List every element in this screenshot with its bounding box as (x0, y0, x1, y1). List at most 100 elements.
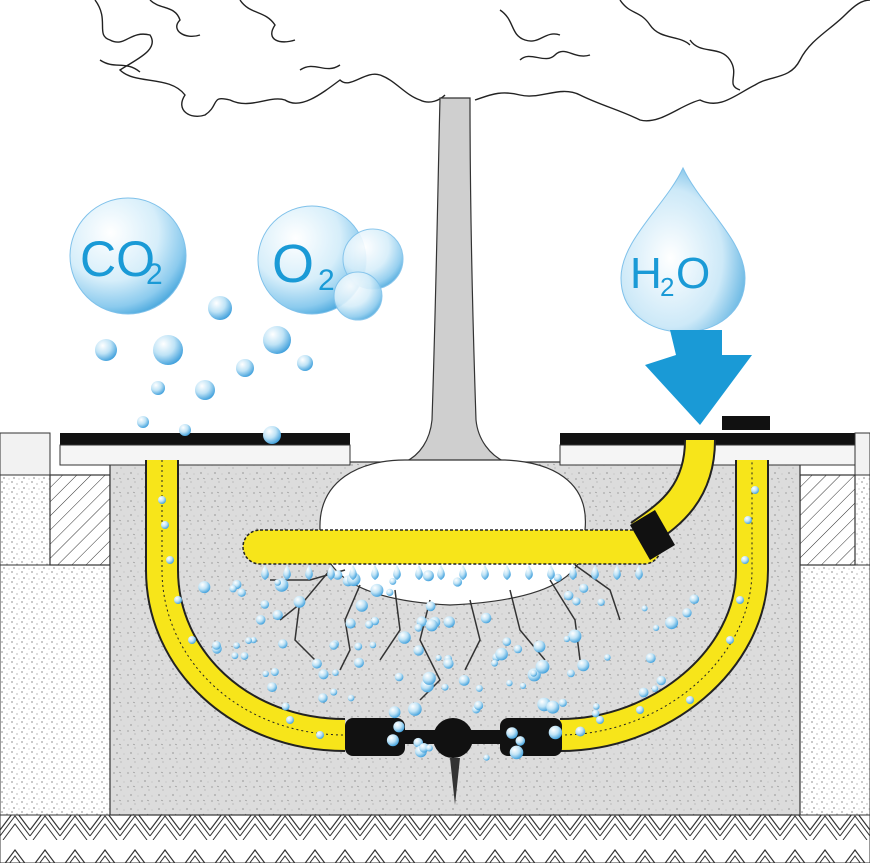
water-droplet-icon (278, 639, 288, 649)
water-droplet-icon (530, 669, 538, 677)
small-bubble-icon (195, 380, 215, 400)
water-droplet-icon (591, 565, 599, 580)
water-droplet-icon (188, 636, 196, 644)
o2-bubble-icon: O 2 (257, 205, 404, 321)
water-droplet-icon (231, 652, 239, 660)
water-droplet-icon (686, 696, 694, 704)
co2-bubble-icon: CO 2 (69, 197, 187, 315)
water-droplet-icon (166, 556, 174, 564)
water-droplet-icon (513, 644, 523, 654)
water-droplet-icon (604, 654, 611, 661)
water-droplet-icon (274, 579, 282, 586)
small-bubble-icon (236, 359, 254, 377)
water-droplet-icon (293, 595, 306, 608)
water-droplet-icon (393, 721, 405, 733)
water-droplet-icon (579, 583, 589, 593)
base-layer-left (0, 474, 51, 566)
water-droplet-icon (506, 679, 513, 687)
water-droplet-icon (318, 669, 329, 680)
water-droplet-icon (641, 605, 648, 612)
water-droplet-icon (567, 669, 575, 678)
water-droplet-icon (398, 631, 411, 644)
water-droplet-icon (651, 685, 659, 692)
water-droplet-icon (515, 736, 526, 746)
water-droplet-icon (283, 565, 291, 580)
water-droplet-icon (656, 675, 666, 686)
water-droplet-icon (596, 716, 604, 724)
water-droplet-icon (593, 703, 600, 710)
water-droplet-icon (311, 658, 322, 669)
water-droplet-icon (389, 577, 397, 585)
water-droplet-icon (443, 616, 455, 628)
small-bubble-icon (208, 296, 232, 320)
h2o-subscript: 2 (660, 272, 674, 302)
water-droplet-icon (458, 675, 470, 686)
pipe-connectors (345, 718, 562, 805)
water-droplet-icon (665, 616, 679, 630)
water-droplet-icon (237, 588, 246, 597)
pipe-elbow (630, 510, 675, 560)
water-droplet-icon (425, 601, 436, 612)
water-droplet-icon (751, 486, 759, 494)
co2-label: CO (80, 231, 155, 287)
water-droplet-icon (736, 596, 744, 604)
water-droplet-icon (345, 618, 356, 629)
water-droplet-icon (441, 683, 449, 691)
water-droplet-icon (240, 652, 249, 660)
water-droplet-icon (575, 726, 586, 737)
water-droplet-icon (535, 659, 550, 674)
water-droplet-icon (689, 594, 700, 604)
water-droplet-icon (267, 682, 277, 692)
water-droplet-icon (388, 706, 401, 719)
water-droplet-icon (653, 624, 660, 632)
co2-subscript: 2 (146, 258, 163, 291)
water-droplet-icon (354, 642, 363, 651)
water-droplet-icon (636, 706, 644, 714)
water-droplet-icon (316, 731, 324, 739)
water-droplet-icon (475, 684, 483, 692)
water-droplet-icon (245, 637, 253, 644)
water-droplet-icon (568, 629, 582, 643)
water-droplet-icon (591, 709, 600, 718)
water-droplet-icon (419, 743, 429, 753)
water-droplet-icon (480, 612, 492, 624)
water-droplet-icon (158, 496, 166, 504)
water-droplet-icon (425, 619, 438, 632)
water-droplet-icon (491, 659, 498, 667)
water-droplet-icon (365, 620, 374, 629)
small-bubble-icon (263, 326, 291, 354)
water-droplet-icon (525, 565, 533, 580)
water-droplet-icon (371, 565, 379, 580)
o2-label: O (272, 234, 314, 294)
water-droplet-icon (635, 565, 643, 580)
base-layer-right (854, 474, 870, 566)
water-droplet-icon (726, 636, 734, 644)
water-droplet-icon (370, 583, 384, 597)
subsoil-layer (0, 814, 870, 863)
water-droplet-icon (506, 727, 518, 739)
water-droplet-icon (272, 609, 283, 621)
water-droplet-icon (386, 588, 394, 597)
water-droplets (158, 486, 759, 761)
h2o-label-o: O (676, 249, 710, 298)
water-droplet-icon (519, 682, 527, 690)
water-droplet-icon (546, 700, 560, 714)
water-droplet-icon (613, 565, 621, 580)
water-droplet-icon (270, 668, 279, 676)
water-droplet-icon (262, 670, 269, 677)
water-droplet-icon (437, 565, 445, 580)
water-droplet-icon (332, 570, 343, 580)
water-droplet-icon (261, 565, 269, 580)
water-droplet-icon (422, 671, 436, 685)
water-droplet-icon (563, 635, 571, 643)
water-droplet-icon (354, 657, 364, 668)
down-arrow-icon (645, 330, 752, 425)
water-droplet-icon (509, 745, 524, 760)
water-droplet-icon (349, 565, 357, 580)
water-droplet-icon (503, 565, 511, 580)
water-droplet-icon (452, 577, 463, 587)
water-droplet-icon (481, 565, 489, 580)
water-droplet-icon (741, 556, 749, 564)
water-droplet-icon (548, 725, 563, 740)
